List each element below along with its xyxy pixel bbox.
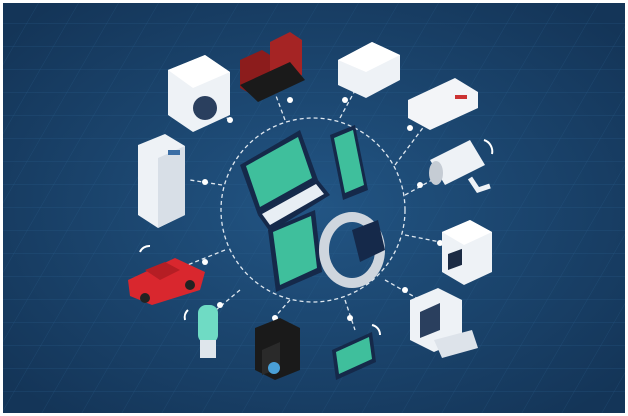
air-conditioner-icon (408, 78, 478, 130)
tv-icon (332, 324, 382, 380)
refrigerator-icon (138, 134, 185, 228)
laptop-icon (240, 130, 330, 232)
dishwasher-icon (410, 288, 478, 358)
smartwatch-icon (319, 212, 385, 288)
coffee-maker-icon (255, 318, 300, 380)
microwave-icon (338, 42, 400, 98)
light-bulb-icon (183, 305, 218, 358)
washing-machine-icon (168, 55, 230, 132)
connection-lines (179, 84, 456, 331)
security-camera-icon (429, 139, 494, 193)
car-icon (128, 244, 205, 305)
tablet-icon (268, 210, 322, 292)
smartphone-icon (330, 125, 368, 200)
speaker-icon (240, 32, 305, 102)
connection-nodes (202, 97, 443, 321)
stove-icon (442, 220, 492, 285)
